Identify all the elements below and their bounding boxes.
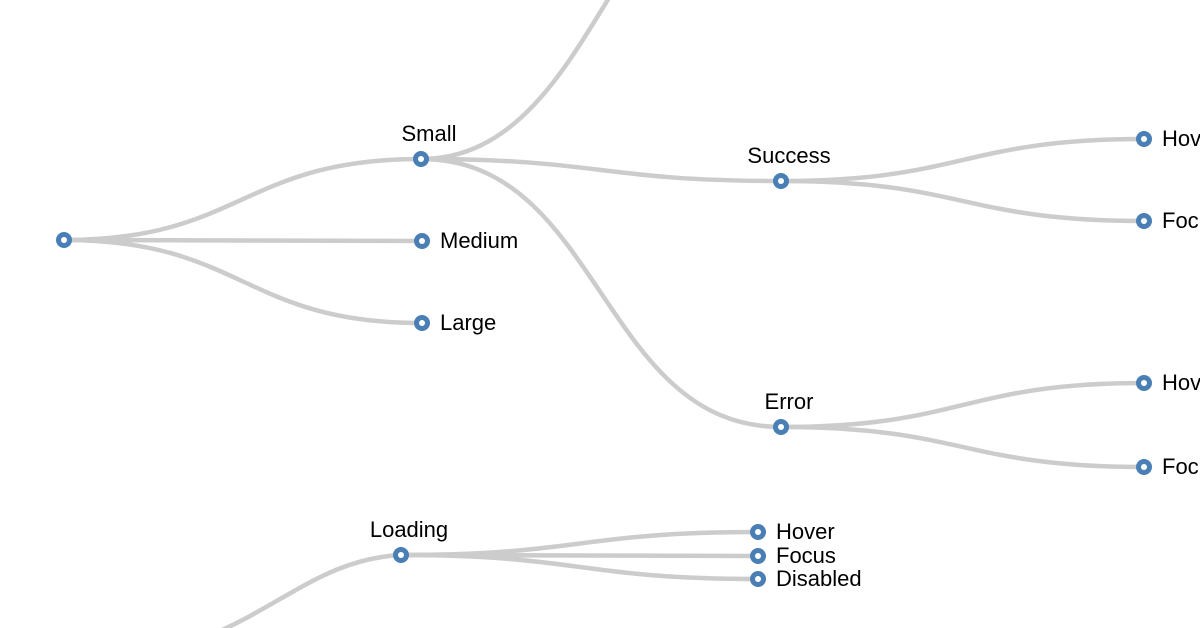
- tree-node-loading-hover[interactable]: Hover: [750, 519, 835, 544]
- tree-link: [61, 237, 425, 326]
- node-label: Small: [401, 121, 456, 146]
- node-label: Hover: [1162, 126, 1200, 151]
- node-marker-center: [755, 529, 761, 535]
- tree-link: [778, 380, 1147, 430]
- tree-node-medium[interactable]: Medium: [414, 228, 518, 253]
- tree-link: [398, 552, 761, 582]
- tree-node-root[interactable]: [56, 232, 72, 248]
- node-marker-center: [1141, 136, 1147, 142]
- tree-node-success[interactable]: Success: [747, 143, 831, 189]
- tree-link: [220, 552, 404, 628]
- node-label: Loading: [370, 517, 448, 542]
- tree-node-error[interactable]: Error: [765, 389, 814, 435]
- node-label: Focus: [776, 543, 836, 568]
- tree-node-loading[interactable]: Loading: [370, 517, 448, 563]
- node-marker-center: [755, 553, 761, 559]
- node-marker-center: [778, 178, 784, 184]
- node-label: Hover: [1162, 370, 1200, 395]
- tree-link: [61, 237, 425, 244]
- node-marker-center: [398, 552, 404, 558]
- node-marker-center: [419, 238, 425, 244]
- tree-node-error-hover[interactable]: Hover: [1136, 370, 1200, 395]
- tree-node-error-focus[interactable]: Focus: [1136, 454, 1200, 479]
- node-label: Disabled: [776, 566, 862, 591]
- node-marker-center: [419, 320, 425, 326]
- tree-link: [778, 136, 1147, 184]
- tree-node-small[interactable]: Small: [401, 121, 457, 167]
- node-marker-center: [778, 424, 784, 430]
- tree-node-success-hover[interactable]: Hover: [1136, 126, 1200, 151]
- node-label: Focus: [1162, 454, 1200, 479]
- node-marker-center: [1141, 464, 1147, 470]
- node-label: Large: [440, 310, 496, 335]
- links-layer: [61, 0, 1147, 628]
- tree-node-loading-focus[interactable]: Focus: [750, 543, 836, 568]
- tree-node-success-focus[interactable]: Focus: [1136, 208, 1200, 233]
- node-marker-center: [1141, 218, 1147, 224]
- nodes-layer: SmallMediumLargeSuccessErrorHoverFocusHo…: [56, 121, 1200, 591]
- node-label: Error: [765, 389, 814, 414]
- node-label: Success: [747, 143, 830, 168]
- node-label: Focus: [1162, 208, 1200, 233]
- node-marker-center: [755, 576, 761, 582]
- node-label: Medium: [440, 228, 518, 253]
- node-marker-center: [1141, 380, 1147, 386]
- tree-link: [61, 156, 424, 243]
- node-marker-center: [418, 156, 424, 162]
- tree-link: [418, 156, 784, 184]
- tree-link: [418, 0, 611, 162]
- tree-node-large[interactable]: Large: [414, 310, 496, 335]
- tree-link: [778, 178, 1147, 224]
- node-marker-center: [61, 237, 67, 243]
- tree-link: [778, 424, 1147, 470]
- tree-link: [418, 156, 784, 430]
- node-label: Hover: [776, 519, 835, 544]
- tree-link: [398, 529, 761, 558]
- tree-node-loading-disabled[interactable]: Disabled: [750, 566, 862, 591]
